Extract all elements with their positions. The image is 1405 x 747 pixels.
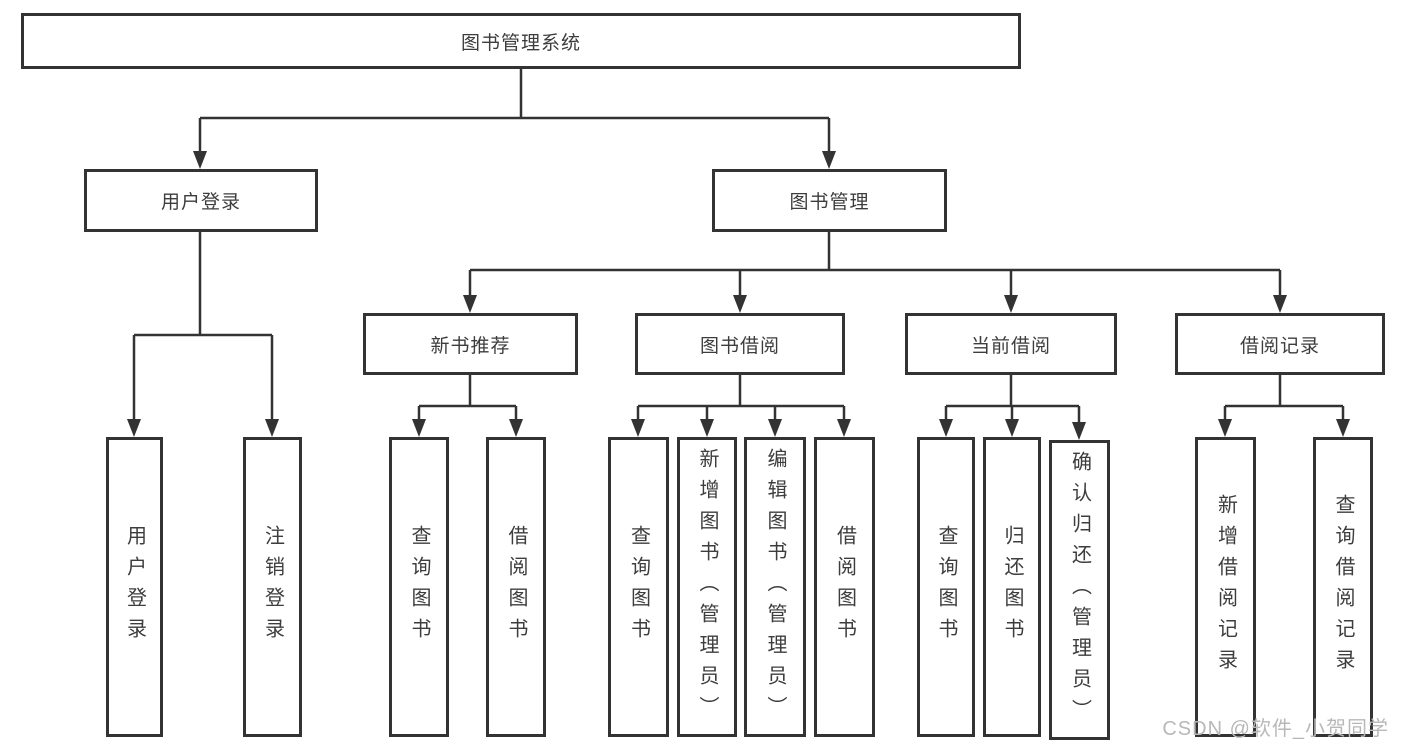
leaf-edit-books-admin: 编辑图书（管理员） — [744, 437, 806, 737]
node-library-system-label: 图书管理系统 — [460, 32, 581, 54]
leaf-query-books-borrowing: 查询图书 — [608, 437, 669, 737]
leaf-logout: 注销登录 — [243, 437, 302, 737]
leaf-add-books-admin-label: 新增图书（管理员） — [696, 447, 718, 727]
leaf-confirm-return-admin-label: 确认归还（管理员） — [1068, 450, 1091, 730]
leaf-query-books-current: 查询图书 — [917, 437, 975, 737]
leaf-query-books-current-label: 查询图书 — [935, 525, 957, 649]
node-user-login: 用户登录 — [84, 169, 318, 232]
leaf-borrow-books-recommend: 借阅图书 — [486, 437, 546, 737]
node-current-borrowing: 当前借阅 — [905, 313, 1117, 375]
node-library-system: 图书管理系统 — [21, 13, 1021, 69]
leaf-borrow-books-recommend-label: 借阅图书 — [505, 525, 527, 649]
leaf-add-borrowing-record: 新增借阅记录 — [1195, 437, 1256, 737]
node-book-management: 图书管理 — [712, 169, 947, 232]
node-book-management-label: 图书管理 — [789, 192, 870, 213]
leaf-query-books-recommend: 查询图书 — [389, 437, 449, 737]
leaf-query-borrowing-record-label: 查询借阅记录 — [1332, 494, 1354, 680]
node-borrowing-records-label: 借阅记录 — [1239, 335, 1320, 357]
node-borrowing-records: 借阅记录 — [1175, 313, 1385, 375]
node-new-book-recommendation: 新书推荐 — [363, 313, 578, 375]
leaf-borrow-books-borrowing: 借阅图书 — [814, 437, 875, 737]
leaf-return-books-label: 归还图书 — [1001, 525, 1023, 649]
leaf-add-borrowing-record-label: 新增借阅记录 — [1214, 494, 1237, 680]
leaf-query-borrowing-record: 查询借阅记录 — [1313, 437, 1373, 737]
leaf-borrow-books-borrowing-label: 借阅图书 — [833, 525, 856, 649]
leaf-user-login-label: 用户登录 — [123, 525, 146, 649]
leaf-logout-label: 注销登录 — [261, 525, 284, 649]
node-new-book-recommendation-label: 新书推荐 — [430, 335, 511, 357]
leaf-edit-books-admin-label: 编辑图书（管理员） — [764, 447, 786, 727]
leaf-confirm-return-admin: 确认归还（管理员） — [1049, 440, 1110, 740]
leaf-add-books-admin: 新增图书（管理员） — [677, 437, 737, 737]
leaf-user-login: 用户登录 — [106, 437, 163, 737]
node-current-borrowing-label: 当前借阅 — [970, 335, 1051, 357]
leaf-return-books: 归还图书 — [983, 437, 1041, 737]
leaf-query-books-borrowing-label: 查询图书 — [627, 525, 650, 649]
leaf-query-books-recommend-label: 查询图书 — [408, 525, 430, 649]
node-user-login-label: 用户登录 — [160, 192, 241, 213]
node-book-borrowing: 图书借阅 — [635, 313, 845, 375]
node-book-borrowing-label: 图书借阅 — [699, 335, 780, 357]
